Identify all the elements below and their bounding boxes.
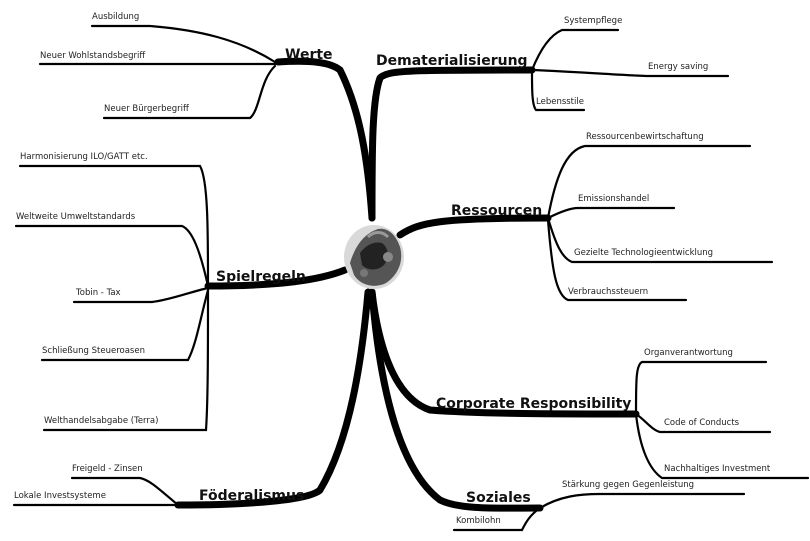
branch-dematerialisierung [368, 66, 536, 222]
leaf-corporate-3[interactable]: Nachhaltiges Investment [664, 464, 771, 474]
branch-werte [274, 57, 376, 222]
branch-label-soziales[interactable]: Soziales [466, 490, 531, 506]
branch-corporate [368, 288, 640, 418]
branch-label-dematerialisierung[interactable]: Dematerialisierung [376, 53, 528, 69]
leaf-spielregeln-1[interactable]: Harmonisierung ILO/GATT etc. [20, 152, 148, 162]
leaf-foederalismus-2[interactable]: Lokale Investsysteme [14, 491, 106, 501]
leaf-spielregeln-3[interactable]: Tobin - Tax [76, 288, 121, 298]
leaf-spielregeln-5[interactable]: Welthandelsabgabe (Terra) [44, 416, 159, 426]
leaf-soziales-2[interactable]: Kombilohn [456, 516, 501, 526]
branch-label-ressourcen[interactable]: Ressourcen [451, 203, 543, 219]
center-image [338, 213, 410, 293]
branch-spielregeln [204, 266, 349, 290]
branch-foederalismus [174, 288, 372, 509]
branch-label-foederalismus[interactable]: Föderalismus [199, 488, 305, 504]
leaf-spielregeln-2[interactable]: Weltweite Umweltstandards [16, 212, 136, 222]
leaf-dematerialisierung-2[interactable]: Energy saving [648, 62, 709, 72]
branch-soziales [368, 288, 544, 512]
leaf-ressourcen-2[interactable]: Emissionshandel [578, 194, 650, 204]
leaf-werte-3[interactable]: Neuer Bürgerbegriff [104, 104, 189, 114]
leaf-foederalismus-1[interactable]: Freigeld - Zinsen [72, 464, 143, 474]
leaf-dematerialisierung-3[interactable]: Lebensstile [536, 97, 584, 107]
leaf-spielregeln-4[interactable]: Schließung Steueroasen [42, 346, 145, 356]
branch-label-corporate-responsibility[interactable]: Corporate Responsibility [436, 396, 632, 412]
leaf-werte-1[interactable]: Ausbildung [92, 12, 140, 22]
branch-label-werte[interactable]: Werte [285, 47, 333, 63]
leaf-soziales-1[interactable]: Stärkung gegen Gegenleistung [562, 480, 695, 490]
branch-label-spielregeln[interactable]: Spielregeln [216, 269, 306, 285]
leaf-corporate-2[interactable]: Code of Conducts [664, 418, 740, 428]
leaf-ressourcen-3[interactable]: Gezielte Technologieentwicklung [574, 248, 714, 258]
branch-ressourcen [396, 214, 552, 239]
leaf-werte-2[interactable]: Neuer Wohlstandsbegriff [40, 51, 146, 61]
globe-like-sculpture-icon [344, 225, 404, 289]
leaf-ressourcen-4[interactable]: Verbrauchssteuern [568, 287, 649, 297]
leaf-dematerialisierung-1[interactable]: Systempflege [564, 16, 623, 26]
leaf-corporate-1[interactable]: Organverantwortung [644, 348, 733, 358]
leaf-ressourcen-1[interactable]: Ressourcenbewirtschaftung [586, 132, 704, 142]
